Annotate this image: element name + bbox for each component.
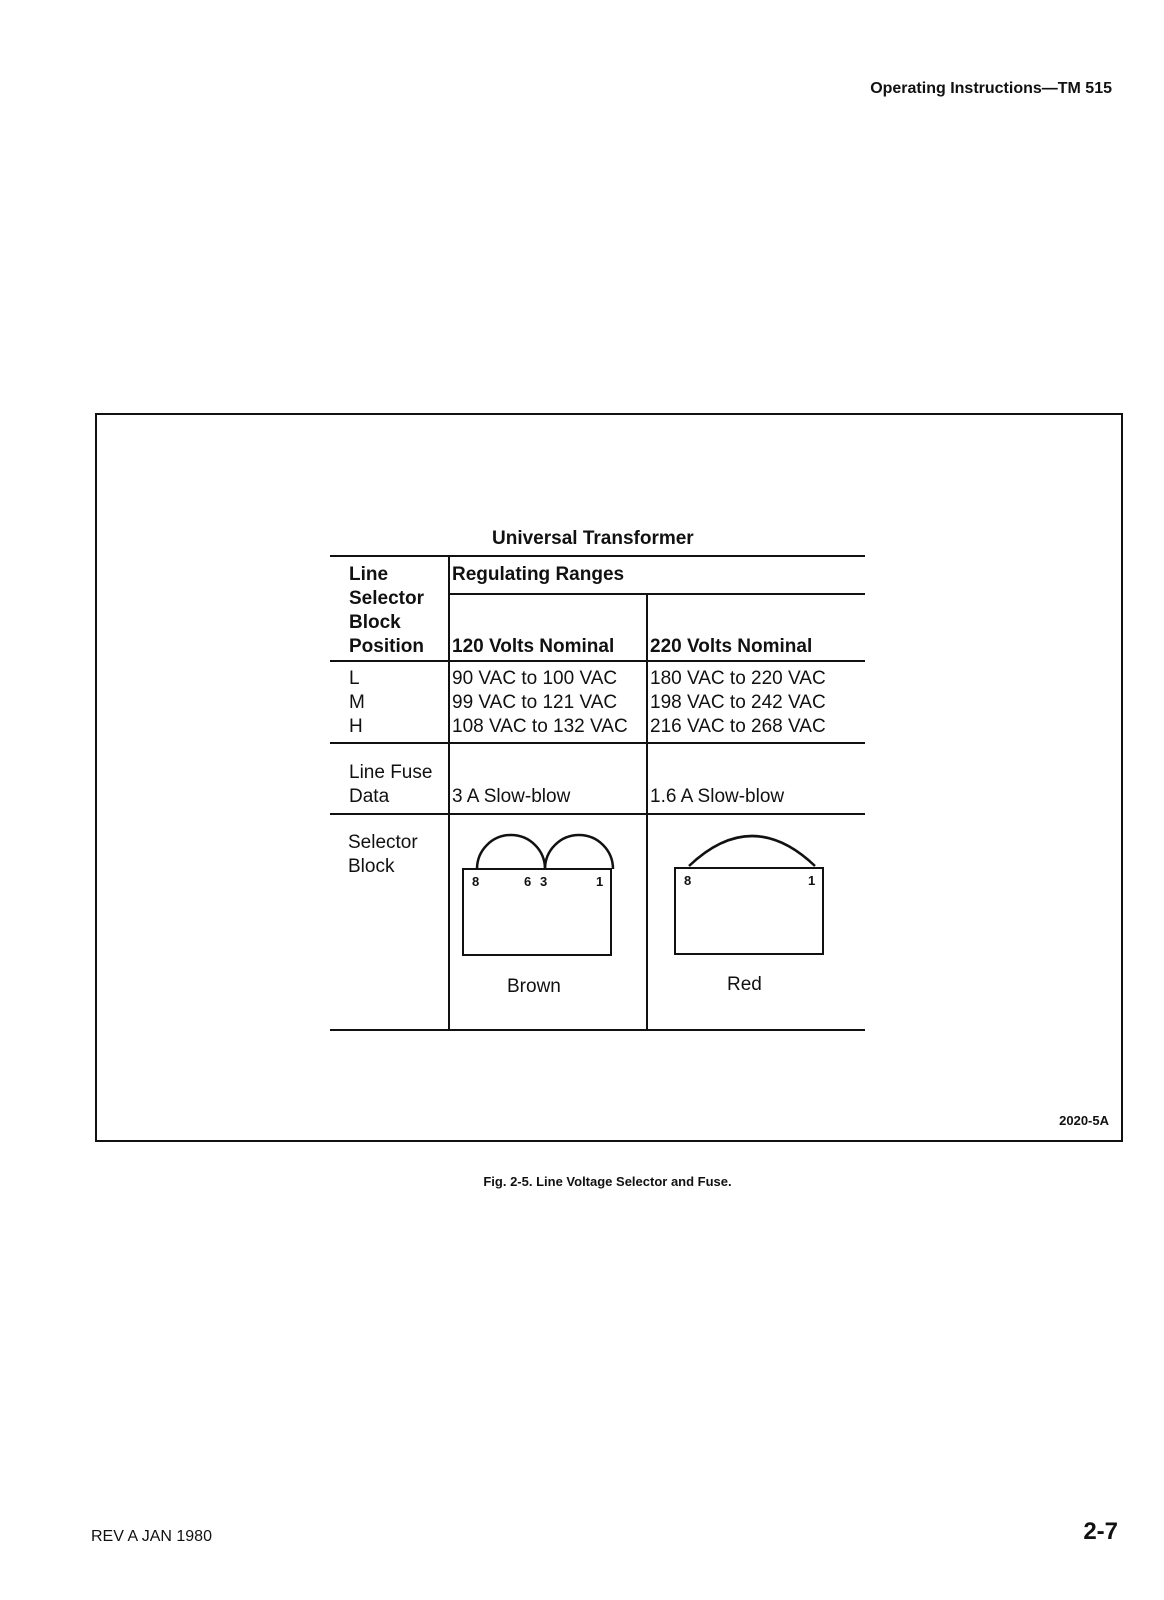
- figure-frame: Universal Transformer Line Selector Bloc…: [95, 413, 1123, 1142]
- rule-group: [448, 593, 865, 595]
- table-title: Universal Transformer: [492, 528, 694, 549]
- fuse-220: 1.6 A Slow-blow: [650, 786, 785, 807]
- selector-block-red: 8 1: [674, 867, 824, 955]
- rule-positions: [330, 742, 865, 744]
- selector-block-brown: 8 6 3 1: [462, 868, 612, 956]
- header-position-line3: Block: [349, 612, 401, 633]
- block-color-red: Red: [727, 974, 762, 995]
- terminal-6: 6: [524, 874, 532, 889]
- jumper-arcs-120: [475, 833, 615, 870]
- header-120-volts: 120 Volts Nominal: [452, 636, 615, 657]
- terminal-1: 1: [596, 874, 604, 889]
- jumper-arc-220: [688, 834, 816, 867]
- terminal-8: 8: [684, 873, 692, 888]
- figure-id: 2020-5A: [1059, 1113, 1109, 1128]
- page-number: 2-7: [1083, 1518, 1118, 1545]
- revision-note: REV A JAN 1980: [91, 1528, 212, 1545]
- row-position-H: H: [349, 716, 363, 737]
- rule-bottom: [330, 1029, 865, 1031]
- header-regulating-ranges: Regulating Ranges: [452, 564, 625, 585]
- rule-header: [330, 660, 865, 662]
- divider-col1: [448, 555, 450, 1029]
- block-color-brown: Brown: [507, 976, 561, 997]
- header-position-line2: Selector: [349, 588, 424, 609]
- terminal-3: 3: [540, 874, 548, 889]
- header-220-volts: 220 Volts Nominal: [650, 636, 813, 657]
- fuse-120: 3 A Slow-blow: [452, 786, 571, 807]
- row-H-220: 216 VAC to 268 VAC: [650, 716, 826, 737]
- fuse-label-line2: Data: [349, 786, 390, 807]
- rule-top: [330, 555, 865, 557]
- divider-col2: [646, 593, 648, 1029]
- row-L-220: 180 VAC to 220 VAC: [650, 668, 826, 689]
- header-position-line4: Position: [349, 636, 424, 657]
- rule-fuse: [330, 813, 865, 815]
- fuse-label-line1: Line Fuse: [349, 762, 433, 783]
- row-position-L: L: [349, 668, 360, 689]
- row-L-120: 90 VAC to 100 VAC: [452, 668, 618, 689]
- header-position-line1: Line: [349, 564, 389, 585]
- running-head: Operating Instructions—TM 515: [870, 80, 1112, 97]
- row-H-120: 108 VAC to 132 VAC: [452, 716, 628, 737]
- selector-label-line1: Selector: [348, 832, 418, 853]
- row-M-120: 99 VAC to 121 VAC: [452, 692, 618, 713]
- terminal-1: 1: [808, 873, 816, 888]
- terminal-8: 8: [472, 874, 480, 889]
- selector-label-line2: Block: [348, 856, 395, 877]
- row-M-220: 198 VAC to 242 VAC: [650, 692, 826, 713]
- row-position-M: M: [349, 692, 365, 713]
- figure-caption: Fig. 2-5. Line Voltage Selector and Fuse…: [483, 1174, 732, 1189]
